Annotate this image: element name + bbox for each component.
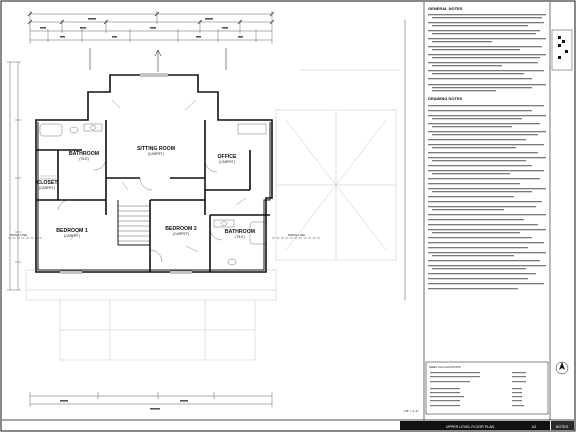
ridge-lines [8,20,406,300]
exterior-walls [35,74,273,273]
room-finish-closet: (CARPET) [39,186,55,190]
room-label-bedroom-1: BEDROOM 1 [56,228,88,234]
ridge-line-label-left: RIDGE LINE [10,233,27,237]
room-label-closet: CLOSET [36,180,58,186]
area-calculations-box [425,361,549,415]
general-notes-title: GENERAL NOTES [428,6,463,11]
room-label-office: OFFICE [217,154,237,160]
top-dimension-strings [27,11,275,72]
title-block: UPPER LEVEL FLOOR PLAN A3 NOTES [2,419,574,430]
sheet-number: A3 [532,425,536,429]
fixtures [39,73,267,274]
room-finish-office: (CARPET) [219,160,235,164]
room-finish-bedroom-1: (CARPET) [64,234,80,238]
room-label-bathroom-right: BATHROOM [225,229,255,235]
sheet-title: UPPER LEVEL FLOOR PLAN [446,425,495,429]
drawing-notes-lines [428,105,546,290]
right-edge-strip [549,2,573,420]
room-label-bedroom-2: BEDROOM 2 [165,226,197,232]
room-label-sitting-room: SITTING ROOM [137,146,175,152]
room-finish-bathroom-right: (TILE) [235,235,244,239]
notes-panel: GENERAL NOTES DRAWING NOTES [423,2,549,420]
drawing-notes-title: DRAWING NOTES [428,96,463,101]
bottom-dimension-strings [29,392,273,407]
dimension-text-marks [40,18,243,410]
callout-leaders [69,99,247,253]
roof-lines-below [25,69,400,361]
left-dimension-strings [7,61,21,291]
ridge-line-label-right: RIDGE LINE [288,233,305,237]
room-label-bathroom-left: BATHROOM [69,151,99,157]
area-calculations-lines [430,372,526,407]
room-finish-bathroom-left: (TILE) [79,157,88,161]
general-notes-lines [428,14,546,92]
scale-label: 1/8" = 1'-0" [404,409,419,413]
area-calculations-title: AREA CALCULATIONS [429,365,461,369]
room-finish-bedroom-2: (CARPET) [173,232,189,236]
interior-walls [36,120,270,272]
room-finish-sitting-room: (CARPET) [148,152,164,156]
notes-tab: NOTES [556,425,569,429]
